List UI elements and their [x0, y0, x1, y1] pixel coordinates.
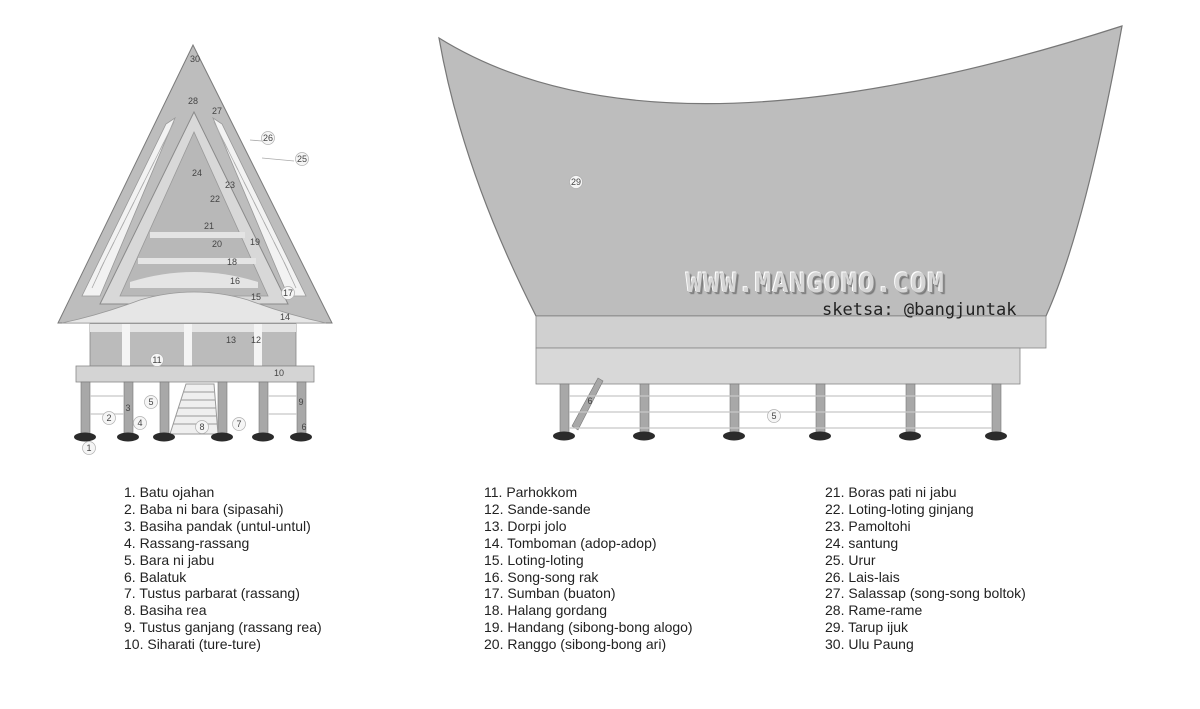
callout-number: 27	[212, 106, 222, 116]
callout-number: 22	[210, 194, 220, 204]
legend-item: 25. Urur	[825, 551, 876, 568]
callout-number: 24	[192, 168, 202, 178]
callout-number: 30	[190, 54, 200, 64]
legend-item: 27. Salassap (song-song boltok)	[825, 585, 1026, 602]
callout-circle	[150, 353, 164, 367]
callout-number: 16	[230, 276, 240, 286]
legend-item: 16. Song-song rak	[484, 568, 599, 585]
callout-number: 21	[204, 221, 214, 231]
callout-circle	[767, 409, 781, 423]
legend-item: 13. Dorpi jolo	[484, 517, 567, 534]
legend-item: 28. Rame-rame	[825, 602, 923, 619]
callout-number: 6	[301, 422, 306, 432]
callout-number: 7	[236, 419, 241, 429]
side-view: 29 6 5	[438, 25, 1123, 441]
callout-circle	[295, 152, 309, 166]
callout-number: 1	[86, 443, 91, 453]
legend-item: 7. Tustus parbarat (rassang)	[124, 585, 300, 602]
callout-number: 13	[226, 335, 236, 345]
callout-number: 15	[251, 292, 261, 302]
callout-number: 9	[298, 397, 303, 407]
legend-item: 29. Tarup ijuk	[825, 619, 909, 636]
callout-circle	[195, 420, 209, 434]
front-beam	[75, 365, 315, 383]
legend-item: 24. santung	[825, 534, 899, 551]
front-stairs	[169, 383, 219, 435]
callout-number: 6	[587, 396, 592, 406]
legend-item: 19. Handang (sibong-bong alogo)	[484, 619, 693, 636]
callout-number: 17	[283, 288, 293, 298]
callout-number: 20	[212, 239, 222, 249]
legend-item: 9. Tustus ganjang (rassang rea)	[124, 619, 322, 636]
legend-item: 26. Lais-lais	[825, 568, 900, 585]
front-lattice-right	[212, 116, 307, 297]
legend-item: 23. Pamoltohi	[825, 517, 911, 534]
sketch-credit: sketsa: @bangjuntak	[822, 300, 1017, 320]
front-lattice-left	[81, 116, 176, 297]
legend-item: 30. Ulu Paung	[825, 636, 914, 653]
side-roof	[438, 25, 1123, 317]
callout-number: 12	[251, 335, 261, 345]
legend-item: 4. Rassang-rassang	[124, 534, 250, 551]
legend-item: 20. Ranggo (sibong-bong ari)	[484, 636, 667, 653]
callout-number: 18	[227, 257, 237, 267]
legend-item: 17. Sumban (buaton)	[484, 585, 616, 602]
legend-item: 1. Batu ojahan	[124, 484, 215, 500]
callout-number: 4	[137, 418, 142, 428]
legend-item: 21. Boras pati ni jabu	[825, 484, 957, 500]
legend-item: 8. Basiha rea	[124, 602, 207, 619]
callout-circle	[281, 286, 295, 300]
legend-item: 22. Loting-loting ginjang	[825, 500, 974, 517]
callout-circle	[569, 175, 583, 189]
watermark: WWW.MANGOMO.COM	[686, 268, 945, 299]
side-body	[535, 315, 1047, 349]
callout-number: 26	[263, 133, 273, 143]
legend-item: 2. Baba ni bara (sipasahi)	[124, 500, 284, 517]
front-tomboman	[61, 291, 327, 324]
legend-item: 6. Balatuk	[124, 568, 187, 585]
legend-item: 3. Basiha pandak (untul-untul)	[124, 517, 311, 534]
side-beam	[535, 347, 1021, 385]
callout-number: 10	[274, 368, 284, 378]
callout-number: 2	[106, 413, 111, 423]
legend-item: 14. Tomboman (adop-adop)	[484, 534, 657, 551]
callout-number: 8	[199, 422, 204, 432]
legend-item: 12. Sande-sande	[484, 500, 591, 517]
legend-item: 11. Parhokkom	[484, 484, 578, 500]
callout-number: 3	[125, 403, 130, 413]
callout-number: 19	[250, 237, 260, 247]
callout-circle	[232, 417, 246, 431]
callout-circle	[144, 395, 158, 409]
callout-number: 14	[280, 312, 290, 322]
callout-number: 5	[148, 397, 153, 407]
legend-item: 5. Bara ni jabu	[124, 551, 215, 568]
callout-circle	[102, 411, 116, 425]
legend-item: 15. Loting-loting	[484, 551, 584, 568]
callout-circle	[261, 131, 275, 145]
callout-number: 29	[571, 177, 581, 187]
callout-number: 28	[188, 96, 198, 106]
callout-number: 23	[225, 180, 235, 190]
legend-item: 10. Siharati (ture-ture)	[124, 636, 261, 653]
callout-circle	[82, 441, 96, 455]
callout-number: 25	[297, 154, 307, 164]
callout-number: 5	[771, 411, 776, 421]
legend-item: 18. Halang gordang	[484, 602, 607, 619]
callout-number: 11	[152, 355, 161, 365]
callout-circle	[133, 416, 147, 430]
